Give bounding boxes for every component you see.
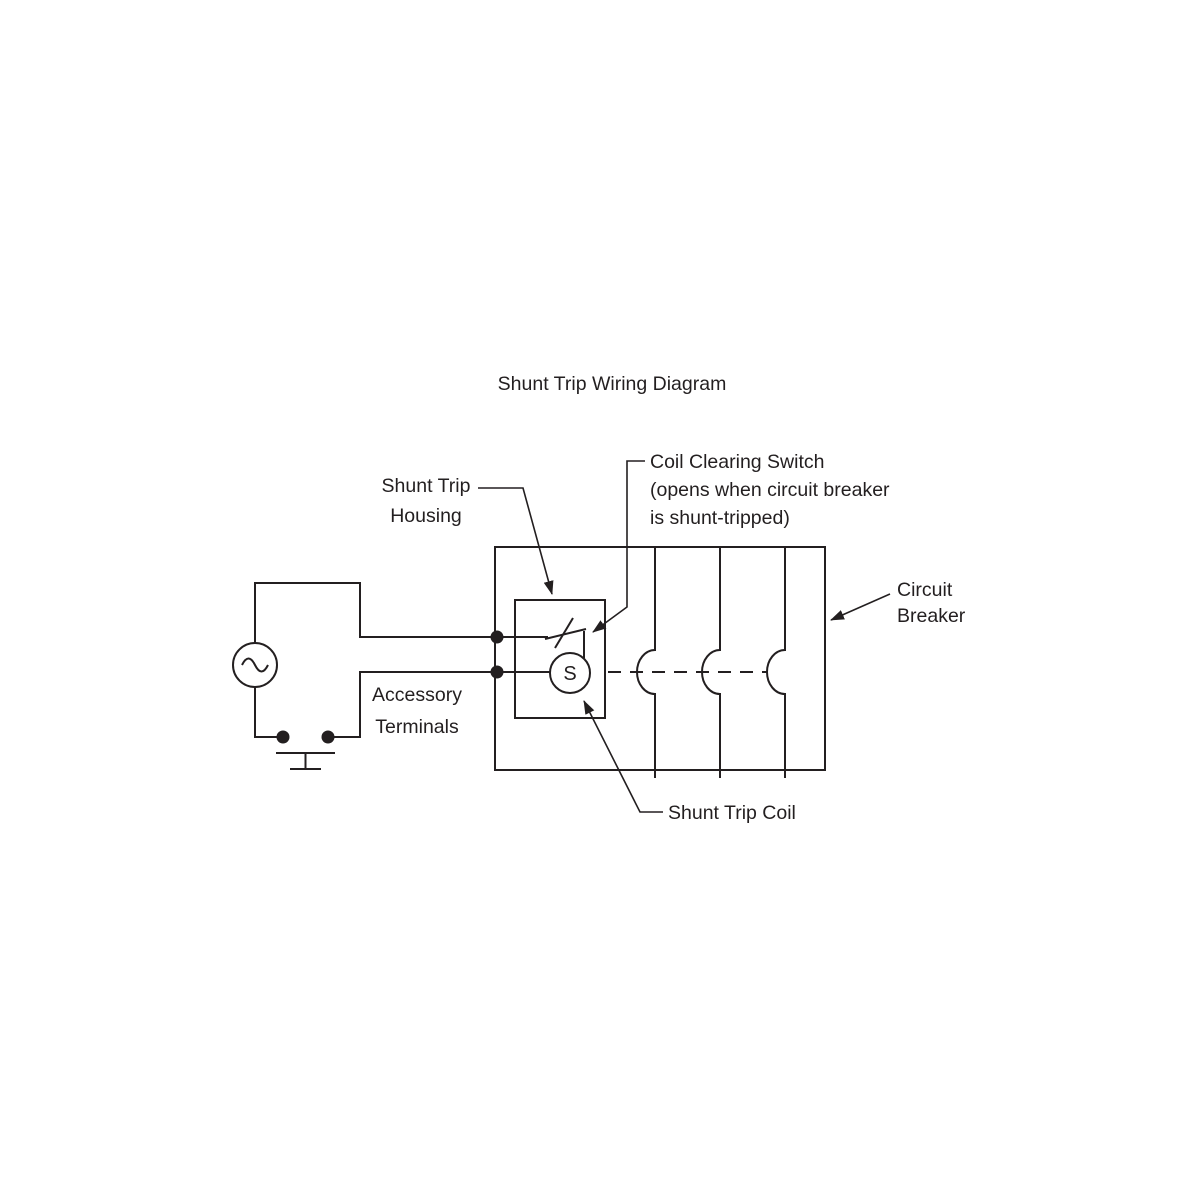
labels: Shunt Trip Housing Coil Clearing Switch … bbox=[372, 451, 966, 824]
bottom-wire bbox=[254, 687, 283, 738]
shunt-trip-coil-symbol: S bbox=[549, 652, 591, 694]
housing-leader-arrow bbox=[478, 487, 554, 595]
accessory-terminal-dots bbox=[490, 630, 504, 679]
shunt-trip-housing-label-line2: Housing bbox=[390, 505, 462, 527]
shunt-trip-coil-label: Shunt Trip Coil bbox=[668, 802, 796, 824]
top-wire bbox=[254, 582, 548, 643]
switch-blade bbox=[544, 628, 587, 640]
circuit-breaker-outline bbox=[494, 546, 826, 771]
switch-slash bbox=[554, 617, 574, 649]
return-wire bbox=[328, 671, 550, 738]
breaker-pole-3 bbox=[766, 547, 786, 778]
circuit-breaker-label-line2: Breaker bbox=[897, 605, 966, 627]
shunt-trip-housing-outline bbox=[514, 599, 606, 719]
circuit-breaker-label-line1: Circuit bbox=[897, 579, 953, 601]
coil-clearing-switch-label-line3: is shunt-tripped) bbox=[650, 507, 790, 529]
terminal-dot-bottom bbox=[490, 665, 504, 679]
accessory-terminals-label-line2: Terminals bbox=[375, 716, 459, 738]
breaker-leader-arrow bbox=[830, 593, 891, 621]
breaker-pole-1 bbox=[636, 547, 656, 778]
accessory-terminals-label-line1: Accessory bbox=[372, 684, 462, 706]
coil-letter: S bbox=[563, 663, 576, 685]
switch-leader-arrow bbox=[592, 460, 645, 633]
coil-clearing-switch-label-line2: (opens when circuit breaker bbox=[650, 479, 890, 501]
shunt-trip-housing-label-line1: Shunt Trip bbox=[382, 475, 471, 497]
pushbutton-right-contact bbox=[321, 730, 335, 744]
ac-source-symbol bbox=[232, 642, 278, 688]
sine-wave-icon bbox=[241, 657, 269, 673]
diagram-title: Shunt Trip Wiring Diagram bbox=[498, 373, 727, 395]
breaker-pole-2 bbox=[701, 547, 721, 778]
pushbutton-left-contact bbox=[276, 730, 290, 744]
terminal-dot-top bbox=[490, 630, 504, 644]
external-wires bbox=[254, 582, 550, 738]
leader-lines bbox=[478, 460, 891, 813]
pushbutton-symbol bbox=[276, 730, 335, 770]
coil-leader-arrow bbox=[583, 700, 663, 813]
coil-clearing-switch-symbol bbox=[544, 617, 587, 658]
coil-clearing-switch-label-line1: Coil Clearing Switch bbox=[650, 451, 824, 473]
